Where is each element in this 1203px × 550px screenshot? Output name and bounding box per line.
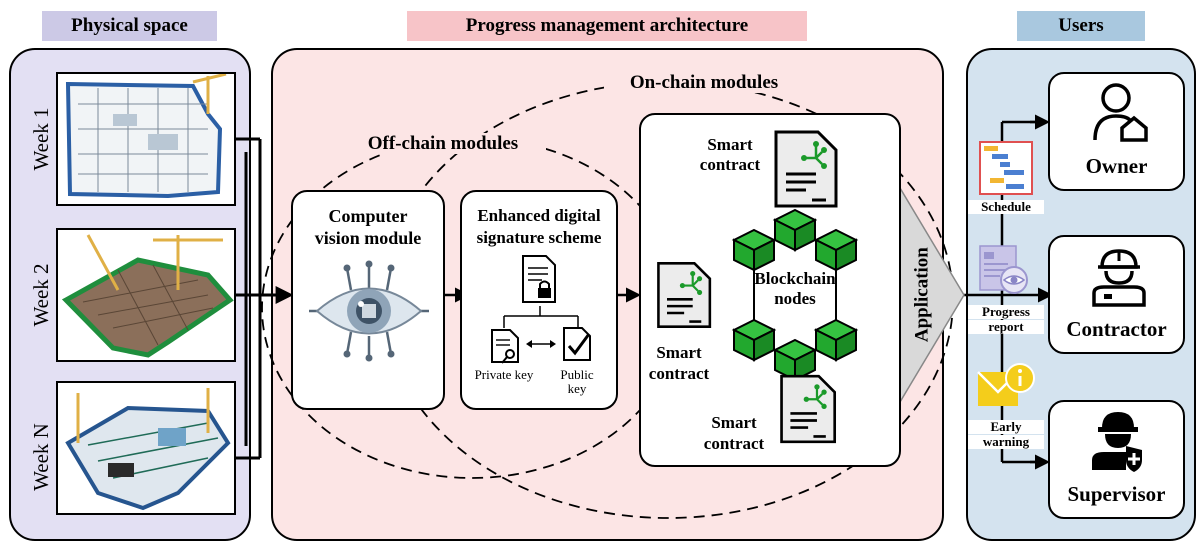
- smart-contract-bottom-label-line2: contract: [703, 434, 765, 453]
- sig-title-line1: Enhanced digital: [477, 206, 601, 225]
- early-warning-label-line1: Early: [968, 419, 1044, 435]
- signed-document-icon: [522, 255, 556, 303]
- week-n-site-image: [56, 381, 236, 515]
- week-1-label: Week 1: [29, 107, 53, 171]
- progress-report-label-line2: report: [968, 319, 1044, 335]
- supervisor-box: Supervisor: [1048, 400, 1185, 519]
- early-warning-icon: [977, 363, 1035, 406]
- progress-report-icon: [979, 245, 1028, 294]
- blockchain-node-cube: [731, 228, 777, 272]
- smart-contract-left-icon: [657, 262, 712, 328]
- smart-contract-left-label-line2: contract: [648, 364, 710, 383]
- smart-contract-bottom-icon: [780, 374, 837, 444]
- physical-space-header: Physical space: [42, 11, 217, 41]
- blockchain-nodes-label-line2: nodes: [774, 289, 816, 308]
- smart-contract-top-label-line2: contract: [699, 155, 761, 174]
- private-key-icon: [491, 329, 519, 364]
- smart-contract-left-label-line1: Smart: [656, 343, 702, 362]
- contractor-label: Contractor: [1066, 317, 1167, 341]
- public-key-icon: [563, 327, 591, 361]
- blockchain-node-cube: [813, 318, 859, 362]
- owner-icon: [1093, 83, 1148, 142]
- schedule-label: Schedule: [968, 199, 1044, 215]
- smart-contract-top-label-line1: Smart: [707, 135, 753, 154]
- blockchain-node-cube: [731, 318, 777, 362]
- application-label: Application: [911, 247, 933, 343]
- eye-circuit-icon: [309, 260, 429, 362]
- progress-report-label-line1: Progress: [968, 304, 1044, 320]
- blockchain-nodes-label-line1: Blockchain: [754, 269, 836, 288]
- schedule-icon: [979, 141, 1033, 195]
- week-2-site-image: [56, 228, 236, 362]
- architecture-header: Progress management architecture: [407, 11, 807, 41]
- owner-label: Owner: [1085, 154, 1148, 178]
- users-header: Users: [1017, 11, 1145, 41]
- blockchain-node-cube: [772, 208, 818, 252]
- week-2-label: Week 2: [29, 263, 53, 327]
- owner-box: Owner: [1048, 72, 1185, 191]
- supervisor-icon: [1092, 412, 1142, 472]
- smart-contract-bottom-label-line1: Smart: [711, 413, 757, 432]
- off-chain-modules-label: Off-chain modules: [340, 133, 546, 155]
- blockchain-node-cube: [813, 228, 859, 272]
- private-key-label: Private key: [474, 367, 534, 382]
- cv-title-line1: Computer: [328, 206, 408, 226]
- key-tree-lines: [503, 306, 579, 328]
- supervisor-label: Supervisor: [1067, 482, 1166, 506]
- week-1-site-image: [56, 72, 236, 206]
- signature-scheme-module: Enhanced digital signature scheme: [460, 190, 618, 410]
- cv-title-line2: vision module: [314, 228, 422, 248]
- exchange-arrow-icon: [526, 340, 556, 348]
- early-warning-label-line2: warning: [968, 434, 1044, 450]
- week-n-label: Week N: [29, 423, 53, 491]
- contractor-box: Contractor: [1048, 235, 1185, 354]
- contractor-icon: [1092, 249, 1146, 307]
- computer-vision-module: Computer vision module: [291, 190, 445, 410]
- public-key-label: Public key: [560, 367, 594, 397]
- on-chain-modules-label: On-chain modules: [604, 72, 804, 94]
- smart-contract-top-icon: [774, 130, 838, 208]
- sig-title-line2: signature scheme: [476, 228, 602, 247]
